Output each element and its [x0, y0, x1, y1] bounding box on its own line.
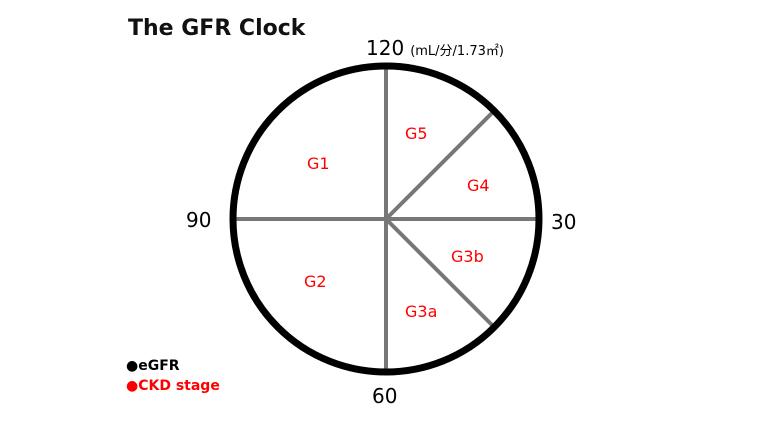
label-90: 90 — [186, 208, 212, 232]
unit-label: (mL/分/1.73㎡) — [410, 44, 504, 59]
stage-g2: G2 — [304, 272, 327, 291]
stage-g1: G1 — [307, 154, 330, 173]
label-60: 60 — [372, 384, 398, 408]
legend-ckd-stage: ●CKD stage — [126, 378, 220, 394]
label-30: 30 — [551, 210, 577, 234]
clock-circle — [229, 62, 543, 376]
legend-egfr: ●eGFR — [126, 358, 180, 374]
stage-g4: G4 — [467, 176, 490, 195]
label-120-value: 120 — [366, 36, 405, 60]
stage-g3a: G3a — [405, 302, 438, 321]
divider-g5-g4 — [384, 110, 495, 221]
diagram-title: The GFR Clock — [128, 16, 306, 41]
stage-g5: G5 — [405, 124, 428, 143]
stage-g3b: G3b — [451, 247, 484, 266]
divider-g3b-g3a — [384, 217, 495, 328]
label-120: 120 (mL/分/1.73㎡) — [366, 36, 504, 60]
